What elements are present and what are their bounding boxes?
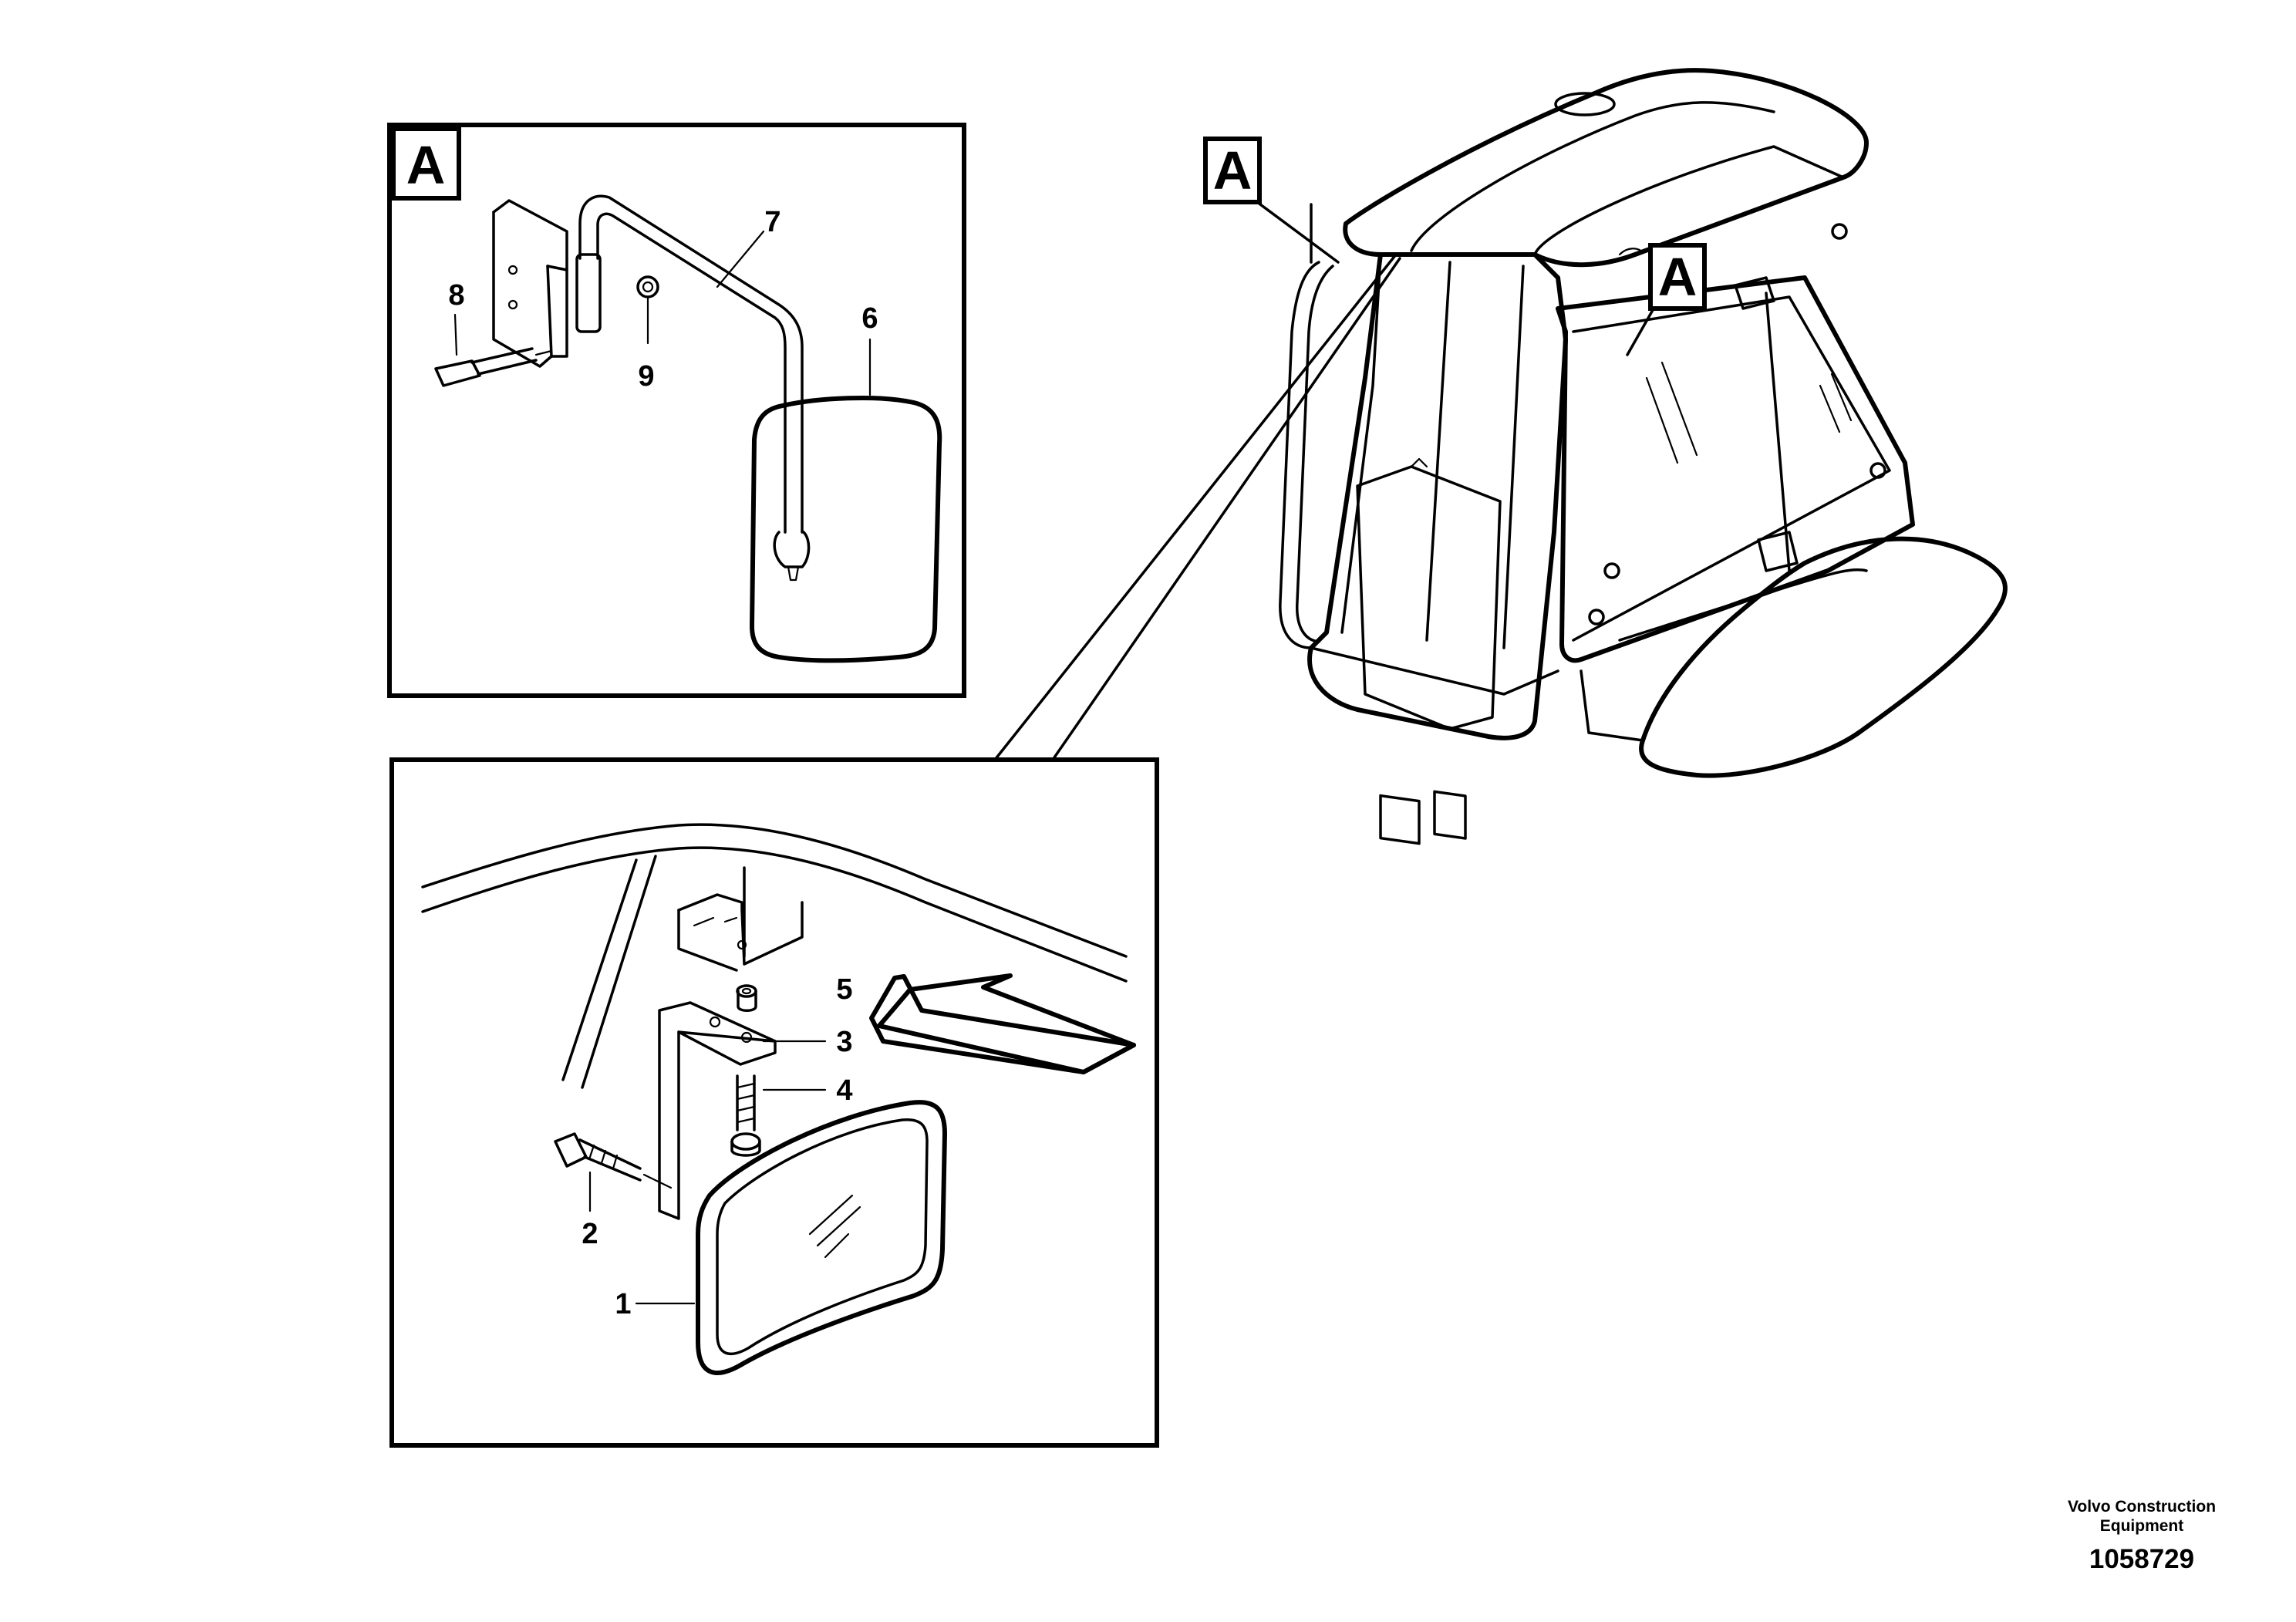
callout-1: 1 — [615, 1288, 631, 1320]
detail-tag-cab-left-label: A — [1213, 140, 1253, 201]
detail-leader-lines — [993, 201, 1667, 761]
detail-tag-inset-label: A — [406, 135, 446, 195]
nut-5-part — [736, 984, 757, 1012]
mirror-bracket-part — [492, 199, 568, 368]
footer-credit: Volvo Construction Equipment 1058729 — [2068, 1498, 2216, 1574]
cab-overview-drawing — [1279, 68, 2008, 845]
bolt-8-part — [434, 347, 553, 387]
callout-2: 2 — [582, 1218, 598, 1250]
mirror-1-part — [696, 1100, 947, 1375]
callout-3: 3 — [836, 1026, 852, 1058]
callout-6: 6 — [861, 302, 878, 335]
inset-mounting-detail: 5 3 4 2 1 — [389, 757, 1159, 1448]
bolt-2-part — [554, 1132, 673, 1189]
mirror-6-part — [750, 395, 942, 663]
nut-9-part — [636, 275, 659, 298]
callout-7: 7 — [764, 206, 781, 238]
document-number: 1058729 — [2089, 1544, 2194, 1574]
detail-tag-cab-right: A — [1648, 243, 1707, 311]
mirror-arm-part — [575, 194, 811, 582]
inset-detail-a: A — [387, 123, 966, 698]
cab-bracket-part — [677, 866, 804, 972]
detail-tag-cab-right-label: A — [1658, 247, 1698, 307]
callout-4: 4 — [836, 1074, 852, 1107]
callout-5: 5 — [836, 973, 852, 1006]
l-bracket-3-part — [658, 1001, 777, 1220]
callout-8: 8 — [448, 279, 464, 312]
detail-tag-cab-left: A — [1203, 137, 1262, 204]
credit-line-2: Equipment — [2100, 1517, 2184, 1535]
detail-tag-inset: A — [391, 126, 461, 201]
credit-line-1: Volvo Construction — [2068, 1498, 2216, 1516]
callout-9: 9 — [638, 360, 654, 393]
bolt-4-part — [730, 1074, 761, 1157]
